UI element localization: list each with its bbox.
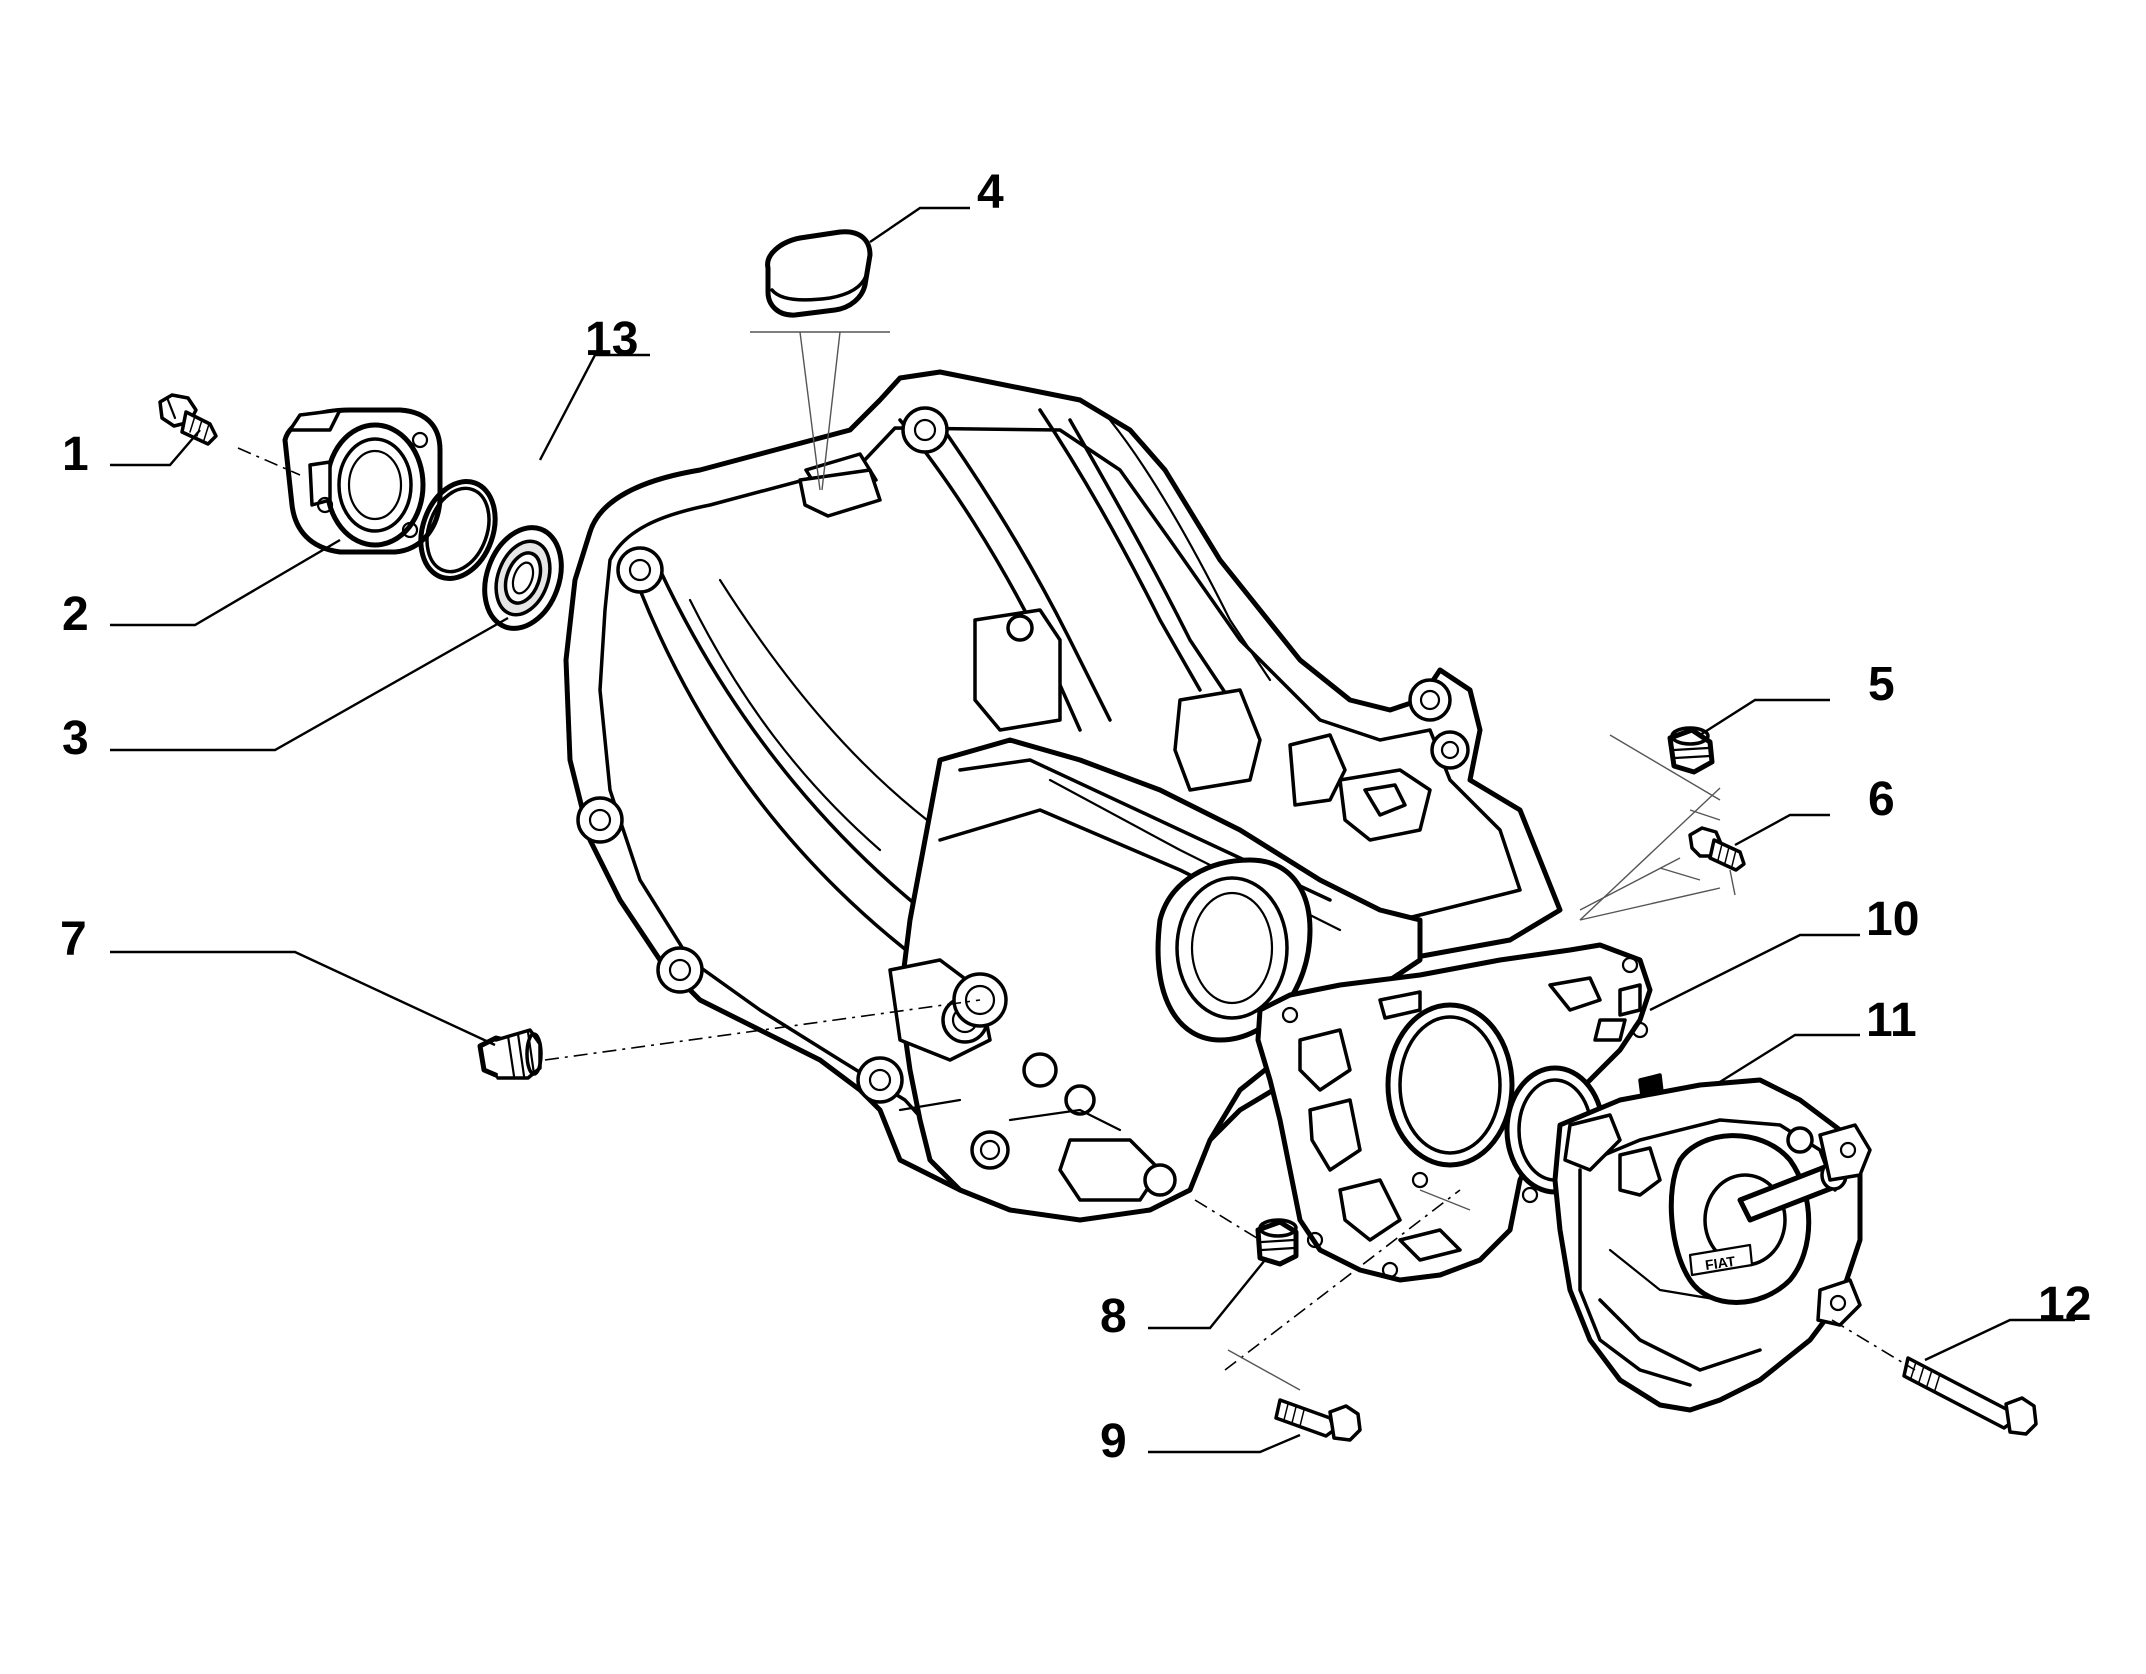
part-4-plug	[765, 229, 873, 318]
callout-12: 12	[2038, 1278, 2091, 1331]
assembly-lines	[237, 331, 1916, 1391]
part-7-plug	[477, 1028, 543, 1080]
leader-lines	[110, 206, 2075, 1454]
part-1-bolt	[158, 393, 218, 446]
rear-cover: FIAT	[1552, 1073, 1872, 1413]
part-13-o-ring	[418, 479, 498, 581]
fiat-logo: FIAT	[1688, 1243, 1754, 1277]
svg-text:FIAT: FIAT	[1704, 1253, 1736, 1273]
callout-10: 10	[1866, 893, 1919, 946]
callout-9: 9	[1100, 1415, 1127, 1468]
callout-6: 6	[1868, 773, 1895, 826]
part-2-bearing-housing	[282, 407, 443, 555]
part-12-bolt	[1902, 1356, 2038, 1436]
part-5-plug	[1667, 726, 1715, 775]
callout-13: 13	[585, 313, 638, 366]
intermediate-plate	[1255, 942, 1653, 1283]
callout-1: 1	[62, 428, 89, 481]
part-6-bolt	[1688, 826, 1746, 872]
callout-3: 3	[62, 712, 89, 765]
callout-4: 4	[977, 166, 1004, 219]
part-3-oil-seal	[482, 525, 564, 631]
part-9-bolt	[1274, 1398, 1362, 1442]
part-8-plug	[1255, 1218, 1299, 1267]
callout-2: 2	[62, 588, 89, 641]
callout-8: 8	[1100, 1290, 1127, 1343]
callout-5: 5	[1868, 658, 1895, 711]
callout-7: 7	[60, 913, 87, 966]
callout-11: 11	[1866, 994, 1917, 1047]
callout-numbers: 1 2 3 4 5 6 7 8 9 10 11 12 13	[60, 166, 2091, 1468]
